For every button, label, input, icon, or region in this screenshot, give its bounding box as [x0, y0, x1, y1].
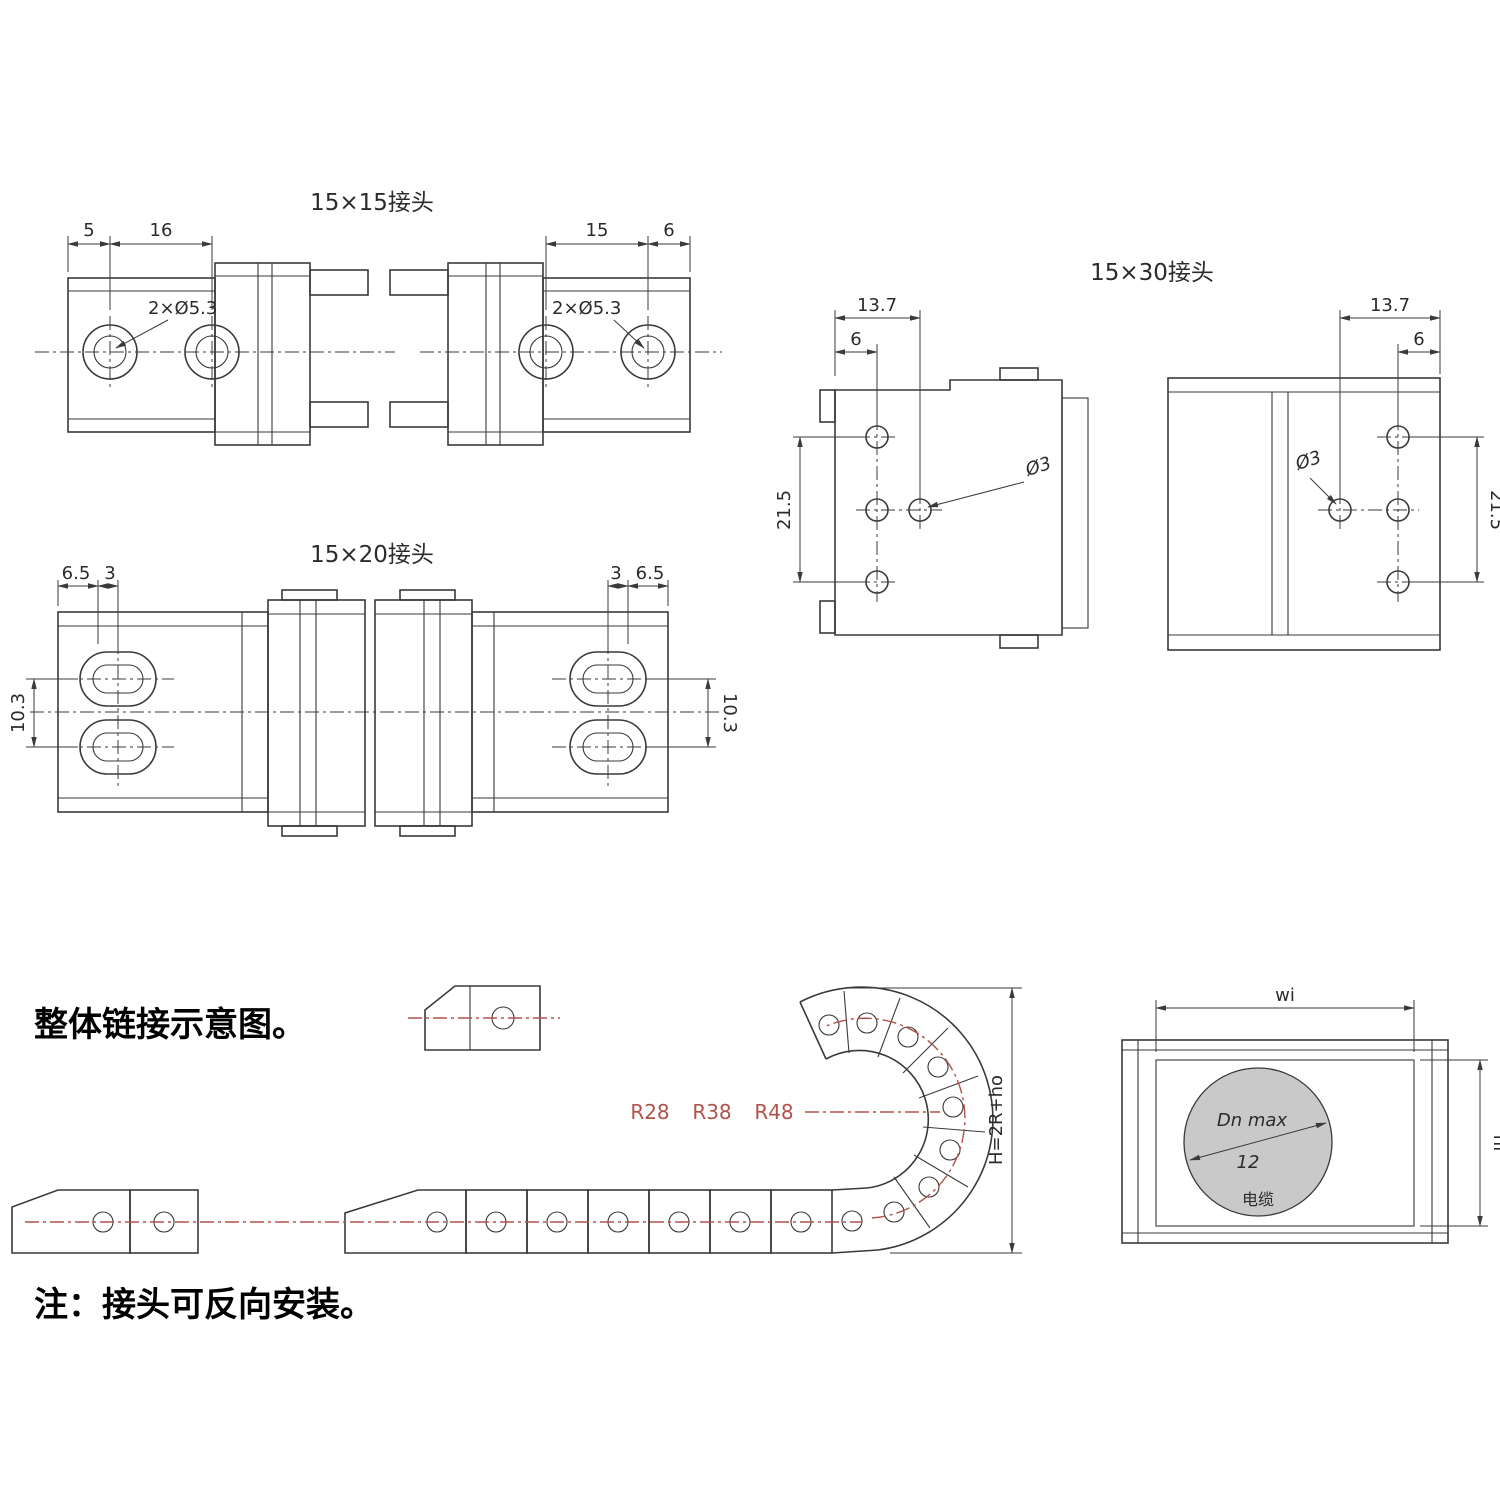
dims-15x30-right: 13.7 6 21.5 Ø3 [1292, 295, 1500, 583]
dims-15x30-left: 13.7 6 21.5 Ø3 [774, 295, 1054, 583]
section-title-15x30: 15×30接头 [1090, 260, 1214, 286]
view-15x30-right [1167, 377, 1441, 651]
dim-label-5: 5 [83, 220, 94, 241]
dims-15x15-left: 5 16 2×Ø5.3 [67, 220, 217, 349]
dim-label-16: 16 [150, 220, 173, 241]
hole-callout-2x5.3: 2×Ø5.3 [148, 298, 217, 319]
cable-diameter-value: 12 [1237, 1152, 1260, 1173]
cable-label: 电缆 [1242, 1190, 1274, 1209]
dim-label-21.5: 21.5 [774, 490, 795, 530]
hole-callout-d3: Ø3 [1292, 447, 1324, 475]
dim-label-21.5: 21.5 [1486, 490, 1500, 530]
dim-label-15: 15 [586, 220, 609, 241]
dims-15x20: 6.5 3 3 6.5 10.3 10.3 [8, 563, 740, 748]
view-15x15-left [35, 262, 395, 446]
dim-label-13.7: 13.7 [1370, 295, 1410, 316]
dims-15x15-right: 15 6 2×Ø5.3 [545, 220, 691, 349]
dim-label-6.5: 6.5 [636, 563, 665, 584]
view-15x15-right [389, 262, 722, 446]
dim-label-3: 3 [104, 563, 115, 584]
assembly-caption: 整体链接示意图。 [34, 1006, 306, 1044]
dim-label-6: 6 [850, 329, 861, 350]
dim-label-height: H=2R+ho [986, 1075, 1007, 1165]
view-15x20 [30, 589, 722, 837]
cable-diameter-label: Dn max [1217, 1110, 1288, 1131]
dim-label-wi: wi [1275, 985, 1295, 1006]
hole-callout-d3: Ø3 [1022, 453, 1054, 481]
dim-label-10.3: 10.3 [8, 693, 29, 733]
dim-label-3: 3 [610, 563, 621, 584]
section-title-15x15: 15×15接头 [310, 190, 434, 216]
dim-chain-height: H=2R+ho [850, 987, 1022, 1254]
dim-label-10.3: 10.3 [719, 693, 740, 733]
bend-radius-r28: R28 [630, 1100, 669, 1124]
dim-label-hi: hi [1489, 1135, 1500, 1151]
dim-label-6: 6 [1413, 329, 1424, 350]
dim-label-6: 6 [663, 220, 674, 241]
hole-callout-2x5.3: 2×Ø5.3 [552, 298, 621, 319]
dims-cross-section: wi hi [1155, 985, 1500, 1227]
dim-label-6.5: 6.5 [62, 563, 91, 584]
dim-label-13.7: 13.7 [857, 295, 897, 316]
installation-note: 注：接头可反向安装。 [34, 1286, 374, 1324]
chain-centerlines [25, 1017, 966, 1223]
view-15x30-left [819, 367, 1089, 649]
bend-radius-r48: R48 [754, 1100, 793, 1124]
cross-section: Dn max 12 电缆 [1121, 1039, 1449, 1244]
bend-radius-r38: R38 [692, 1100, 731, 1124]
chain-assembly [11, 985, 994, 1254]
section-title-15x20: 15×20接头 [310, 542, 434, 568]
